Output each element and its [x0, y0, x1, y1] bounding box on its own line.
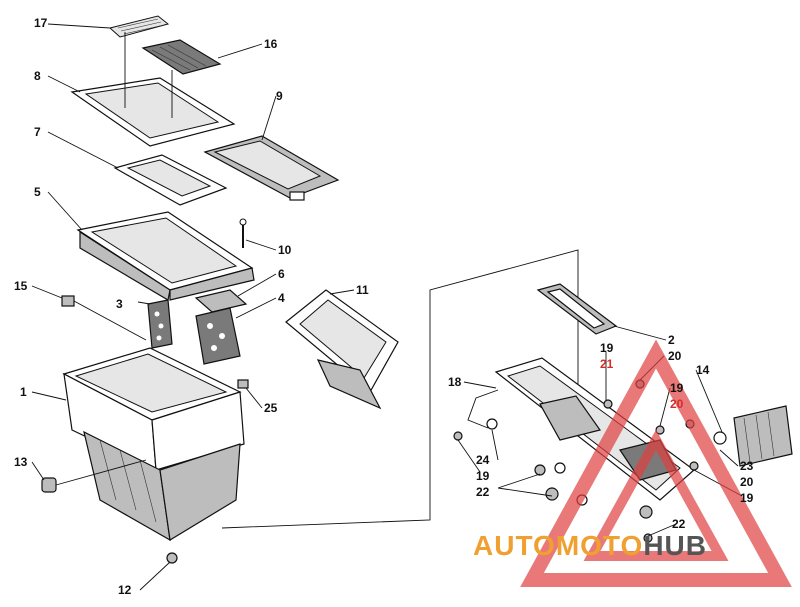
- watermark-text-part2: HUB: [643, 530, 707, 561]
- callout-22b: 22: [672, 517, 686, 531]
- callout-17: 17: [34, 16, 48, 30]
- callout-20a: 20: [668, 349, 682, 363]
- part-7-tray: [113, 154, 228, 206]
- callout-24: 24: [476, 453, 490, 467]
- part-17-plate: [108, 15, 170, 38]
- callout-10: 10: [278, 243, 292, 257]
- part-15-bolt: [61, 295, 147, 341]
- part-1-main-box: [62, 347, 245, 542]
- callout-21: 21: [600, 357, 614, 371]
- callout-3: 3: [116, 297, 123, 311]
- callout-19c: 19: [476, 469, 490, 483]
- callout-8: 8: [34, 69, 41, 83]
- part-2-frame: [536, 283, 618, 335]
- callout-6: 6: [278, 267, 285, 281]
- callout-25: 25: [264, 401, 278, 415]
- part-4-gasket: [195, 307, 241, 365]
- callout-20c: 20: [740, 475, 754, 489]
- callout-numbers: 17 8 7 5 15 1 13 12 16 9 10 6 4 3 11 25 …: [14, 16, 754, 597]
- callout-22a: 22: [476, 485, 490, 499]
- callout-15: 15: [14, 279, 28, 293]
- callout-7: 7: [34, 125, 41, 139]
- callout-18: 18: [448, 375, 462, 389]
- callout-19a: 19: [600, 341, 614, 355]
- part-11-airbox: [285, 289, 399, 410]
- part-3-gasket: [147, 299, 173, 349]
- part-10-screw: [239, 218, 247, 248]
- watermark-logo: [520, 339, 792, 587]
- callout-5: 5: [34, 185, 41, 199]
- part-12-cap: [166, 552, 178, 564]
- watermark-text-part1: AUTOMOTO: [473, 530, 643, 561]
- callout-12: 12: [118, 583, 132, 597]
- part-6-bracket: [194, 289, 248, 313]
- part-9-panel: [203, 135, 340, 201]
- part-25-fastener: [237, 379, 249, 389]
- callout-1: 1: [20, 385, 27, 399]
- callout-19d: 19: [740, 491, 754, 505]
- callout-23: 23: [740, 459, 754, 473]
- callout-13: 13: [14, 455, 28, 469]
- callout-4: 4: [278, 291, 285, 305]
- callout-16: 16: [264, 37, 278, 51]
- part-18-hose: [467, 389, 499, 429]
- part-8-frame: [70, 32, 236, 147]
- callout-9: 9: [276, 89, 283, 103]
- callout-19b: 19: [670, 381, 684, 395]
- part-16-grille: [141, 39, 222, 75]
- part-23-filter: [733, 405, 793, 467]
- callout-11: 11: [356, 283, 369, 297]
- callout-20b: 20: [670, 397, 684, 411]
- part-5-housing-top: [76, 211, 255, 301]
- part-13-grommet: [41, 459, 147, 493]
- callout-14: 14: [696, 363, 710, 377]
- watermark-triangle-icon: [520, 339, 792, 587]
- callout-2: 2: [668, 333, 675, 347]
- watermark-text: AUTOMOTOHUB: [473, 530, 707, 561]
